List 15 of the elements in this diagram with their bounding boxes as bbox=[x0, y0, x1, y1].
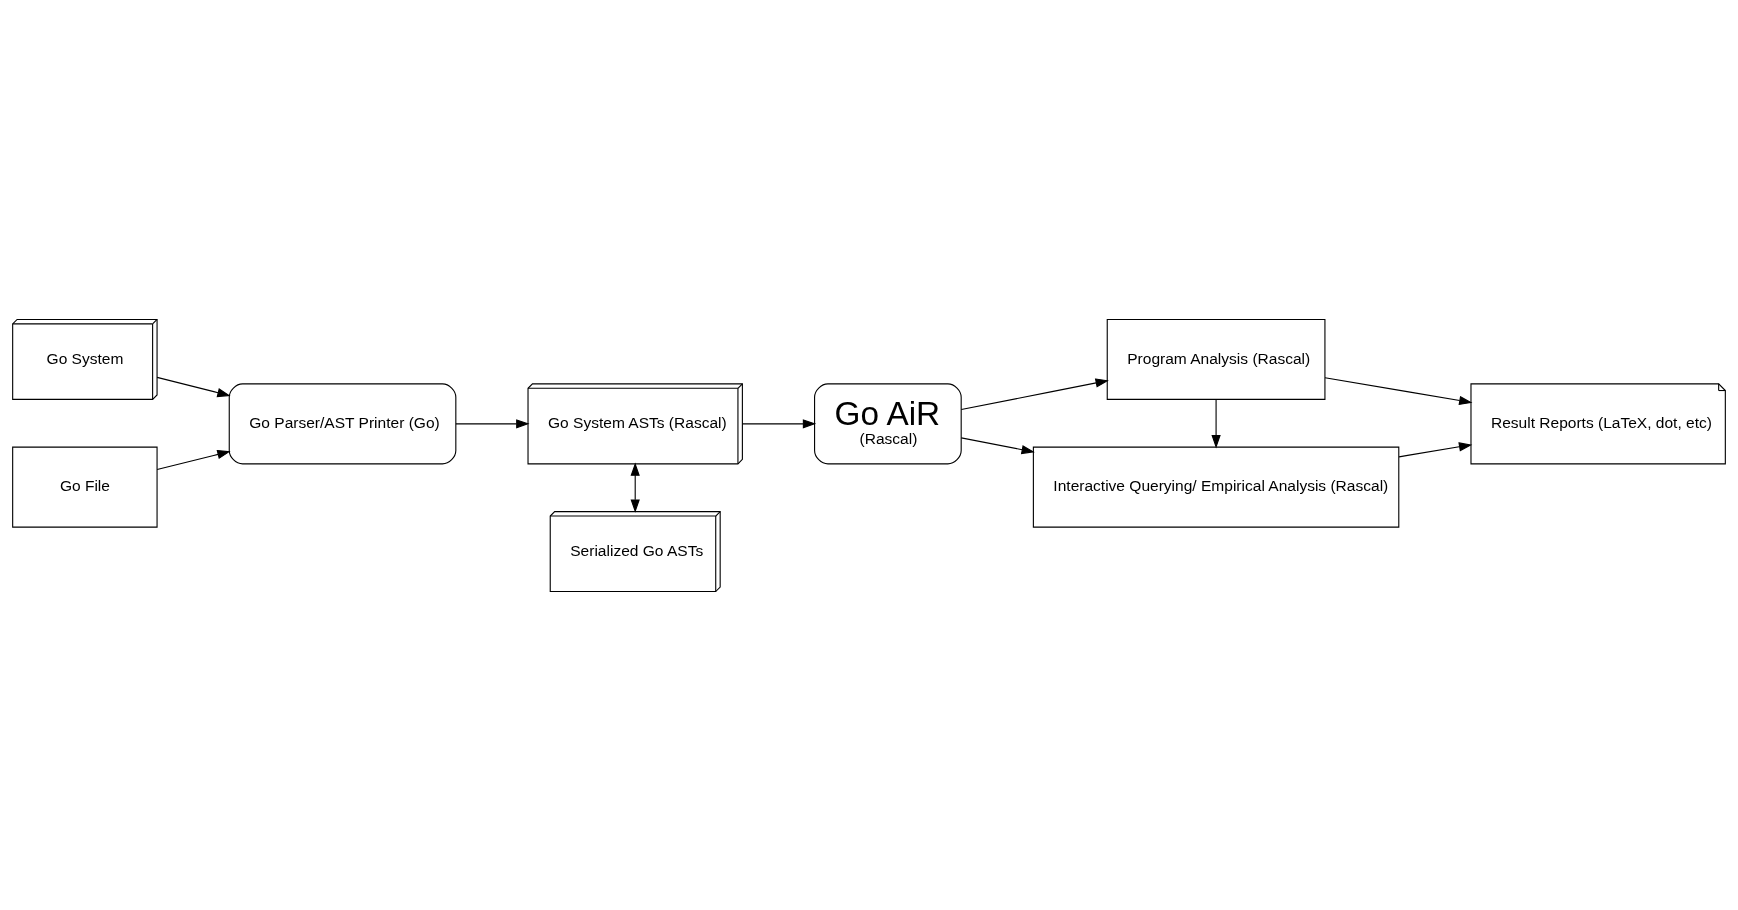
arrow bbox=[960, 436, 1035, 454]
arrow bbox=[1324, 376, 1473, 405]
arrow bbox=[156, 376, 231, 397]
arrow bbox=[455, 418, 530, 428]
arrow bbox=[156, 449, 231, 470]
node-box: Go File bbox=[12, 446, 158, 528]
node-box: Interactive Querying/ Empirical Analysis (Rascal) bbox=[1032, 446, 1400, 528]
node-box: Go AiR (Rascal) bbox=[814, 382, 962, 464]
node-box: Go Parser/AST Printer (Go) bbox=[228, 382, 457, 464]
arrow bbox=[1398, 441, 1473, 457]
arrow bbox=[960, 377, 1109, 410]
arrow bbox=[1211, 398, 1221, 448]
arrow bbox=[741, 418, 817, 428]
node-box: Program Analysis (Rascal) bbox=[1106, 318, 1326, 400]
arrow bbox=[630, 461, 640, 513]
